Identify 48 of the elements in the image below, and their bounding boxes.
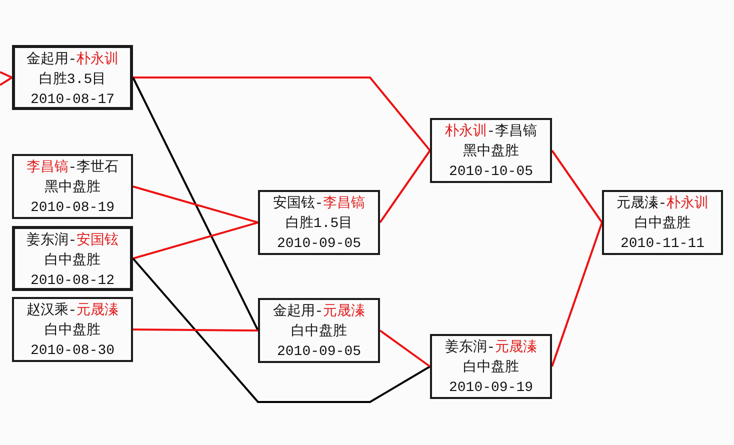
match-box (602, 190, 723, 255)
game-date: 2010-10-05 (448, 163, 533, 182)
match-box (12, 45, 133, 110)
player-names: 金起用-元晟溱 (272, 302, 366, 322)
game-date: 2010-08-30 (30, 342, 114, 361)
bracket-line (0, 76, 13, 86)
game-date: 2010-09-19 (448, 379, 533, 398)
match-box (12, 154, 133, 219)
game-result: 白中盘胜 (463, 358, 519, 378)
player-names: 李昌镐-李世石 (26, 158, 119, 178)
player-names: 姜东润-安国铉 (26, 231, 119, 251)
game-result: 白中盘胜 (44, 322, 100, 341)
bracket-line (133, 76, 431, 152)
game-date: 2010-08-17 (30, 91, 114, 110)
match-box (258, 298, 380, 363)
bracket-line (133, 328, 258, 332)
game-result: 黑中盘胜 (463, 142, 519, 162)
game-date: 2010-09-05 (276, 343, 361, 362)
match-box (430, 334, 552, 399)
player-names: 朴永训-李昌镐 (444, 122, 538, 142)
bracket-line (379, 150, 431, 224)
player-names: 安国铉-李昌镐 (272, 194, 366, 214)
game-date: 2010-09-05 (276, 235, 361, 254)
player-names: 姜东润-元晟溱 (444, 338, 538, 358)
match-box (430, 118, 552, 183)
game-date: 2010-08-12 (30, 272, 114, 291)
player-names: 元晟溱-朴永训 (616, 194, 709, 214)
bracket-line (551, 150, 603, 224)
game-result: 白中盘胜 (634, 214, 690, 234)
bracket-line (132, 186, 258, 224)
game-result: 白中盘胜 (44, 252, 100, 271)
game-result: 白中盘胜 (291, 322, 347, 342)
game-date: 2010-08-19 (30, 199, 114, 218)
game-result: 白胜3.5目 (38, 70, 106, 90)
bracket-line (379, 330, 431, 368)
bracket-line (132, 77, 259, 331)
game-result: 黑中盘胜 (44, 178, 100, 198)
match-box (12, 226, 133, 291)
match-box (258, 190, 380, 255)
player-names: 金起用-朴永训 (26, 50, 119, 70)
game-result: 白胜1.5目 (285, 214, 353, 234)
match-box (12, 297, 133, 362)
bracket-line (551, 222, 603, 367)
bracket-line (0, 71, 12, 78)
bracket-line (132, 258, 430, 403)
player-names: 赵汉乘-元晟溱 (26, 302, 119, 321)
game-date: 2010-11-11 (620, 235, 704, 254)
bracket-line (132, 222, 258, 260)
